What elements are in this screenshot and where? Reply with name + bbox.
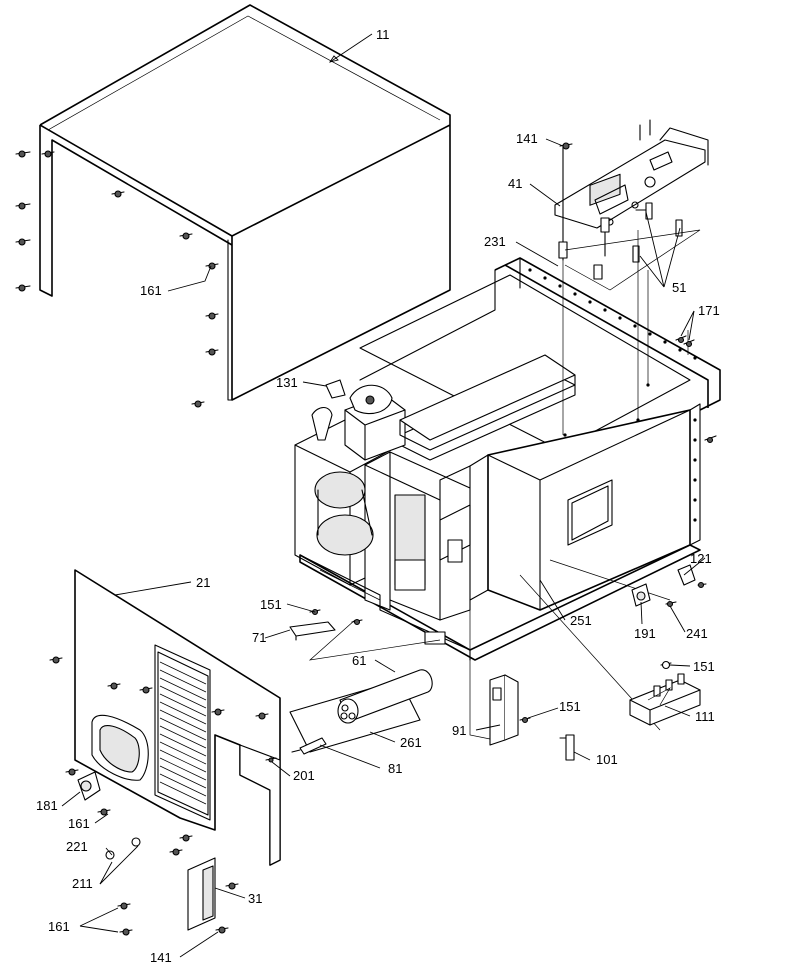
callout-131: 131 [276, 375, 298, 390]
callout-151-right: 151 [693, 659, 715, 674]
callout-161-cover: 161 [140, 283, 162, 298]
power-cord-clamp [77, 771, 101, 801]
rear-panel-screws [49, 656, 269, 936]
callout-211: 211 [72, 876, 93, 891]
callout-21: 21 [196, 575, 210, 590]
callout-241: 241 [686, 626, 708, 641]
callout-111: 111 [695, 709, 715, 724]
interlock-bracket [489, 674, 519, 746]
callout-labels: 11 141 41 231 51 161 171 131 21 121 151 … [36, 27, 720, 965]
fuse [559, 734, 575, 761]
callout-231: 231 [484, 234, 506, 249]
latch-plate [187, 857, 216, 931]
callout-71: 71 [252, 630, 266, 645]
mounting-bracket [289, 608, 363, 641]
callout-81: 81 [388, 761, 402, 776]
leader-lines [61, 33, 706, 958]
chassis-body [294, 257, 721, 661]
callout-221: 221 [66, 839, 88, 854]
callout-51: 51 [672, 280, 686, 295]
hv-diode [291, 737, 327, 755]
callout-101: 101 [596, 752, 618, 767]
chassis-fastener-dots [528, 268, 697, 522]
cover-screws [15, 150, 219, 408]
callout-151-left: 151 [260, 597, 282, 612]
callout-181: 181 [36, 798, 58, 813]
callout-141-top: 141 [516, 131, 538, 146]
outer-cover [39, 4, 451, 401]
terminal-block [629, 673, 701, 726]
callout-201: 201 [293, 768, 315, 783]
callout-121: 121 [690, 551, 712, 566]
callout-251: 251 [570, 613, 592, 628]
control-board [554, 127, 709, 229]
callout-161-bottom: 161 [48, 919, 70, 934]
callout-91: 91 [452, 723, 466, 738]
callout-141-bottom: 141 [150, 950, 172, 965]
rear-panel [74, 569, 281, 866]
callout-61: 61 [352, 653, 366, 668]
callout-161-panel: 161 [68, 816, 90, 831]
capacitor [289, 669, 433, 753]
callout-31: 31 [248, 891, 262, 906]
callout-41: 41 [508, 176, 522, 191]
callout-11: 11 [376, 27, 390, 42]
callout-171: 171 [698, 303, 720, 318]
callout-151-mid: 151 [559, 699, 581, 714]
callout-191: 191 [634, 626, 656, 641]
board-standoffs [558, 119, 701, 291]
callout-261: 261 [400, 735, 422, 750]
